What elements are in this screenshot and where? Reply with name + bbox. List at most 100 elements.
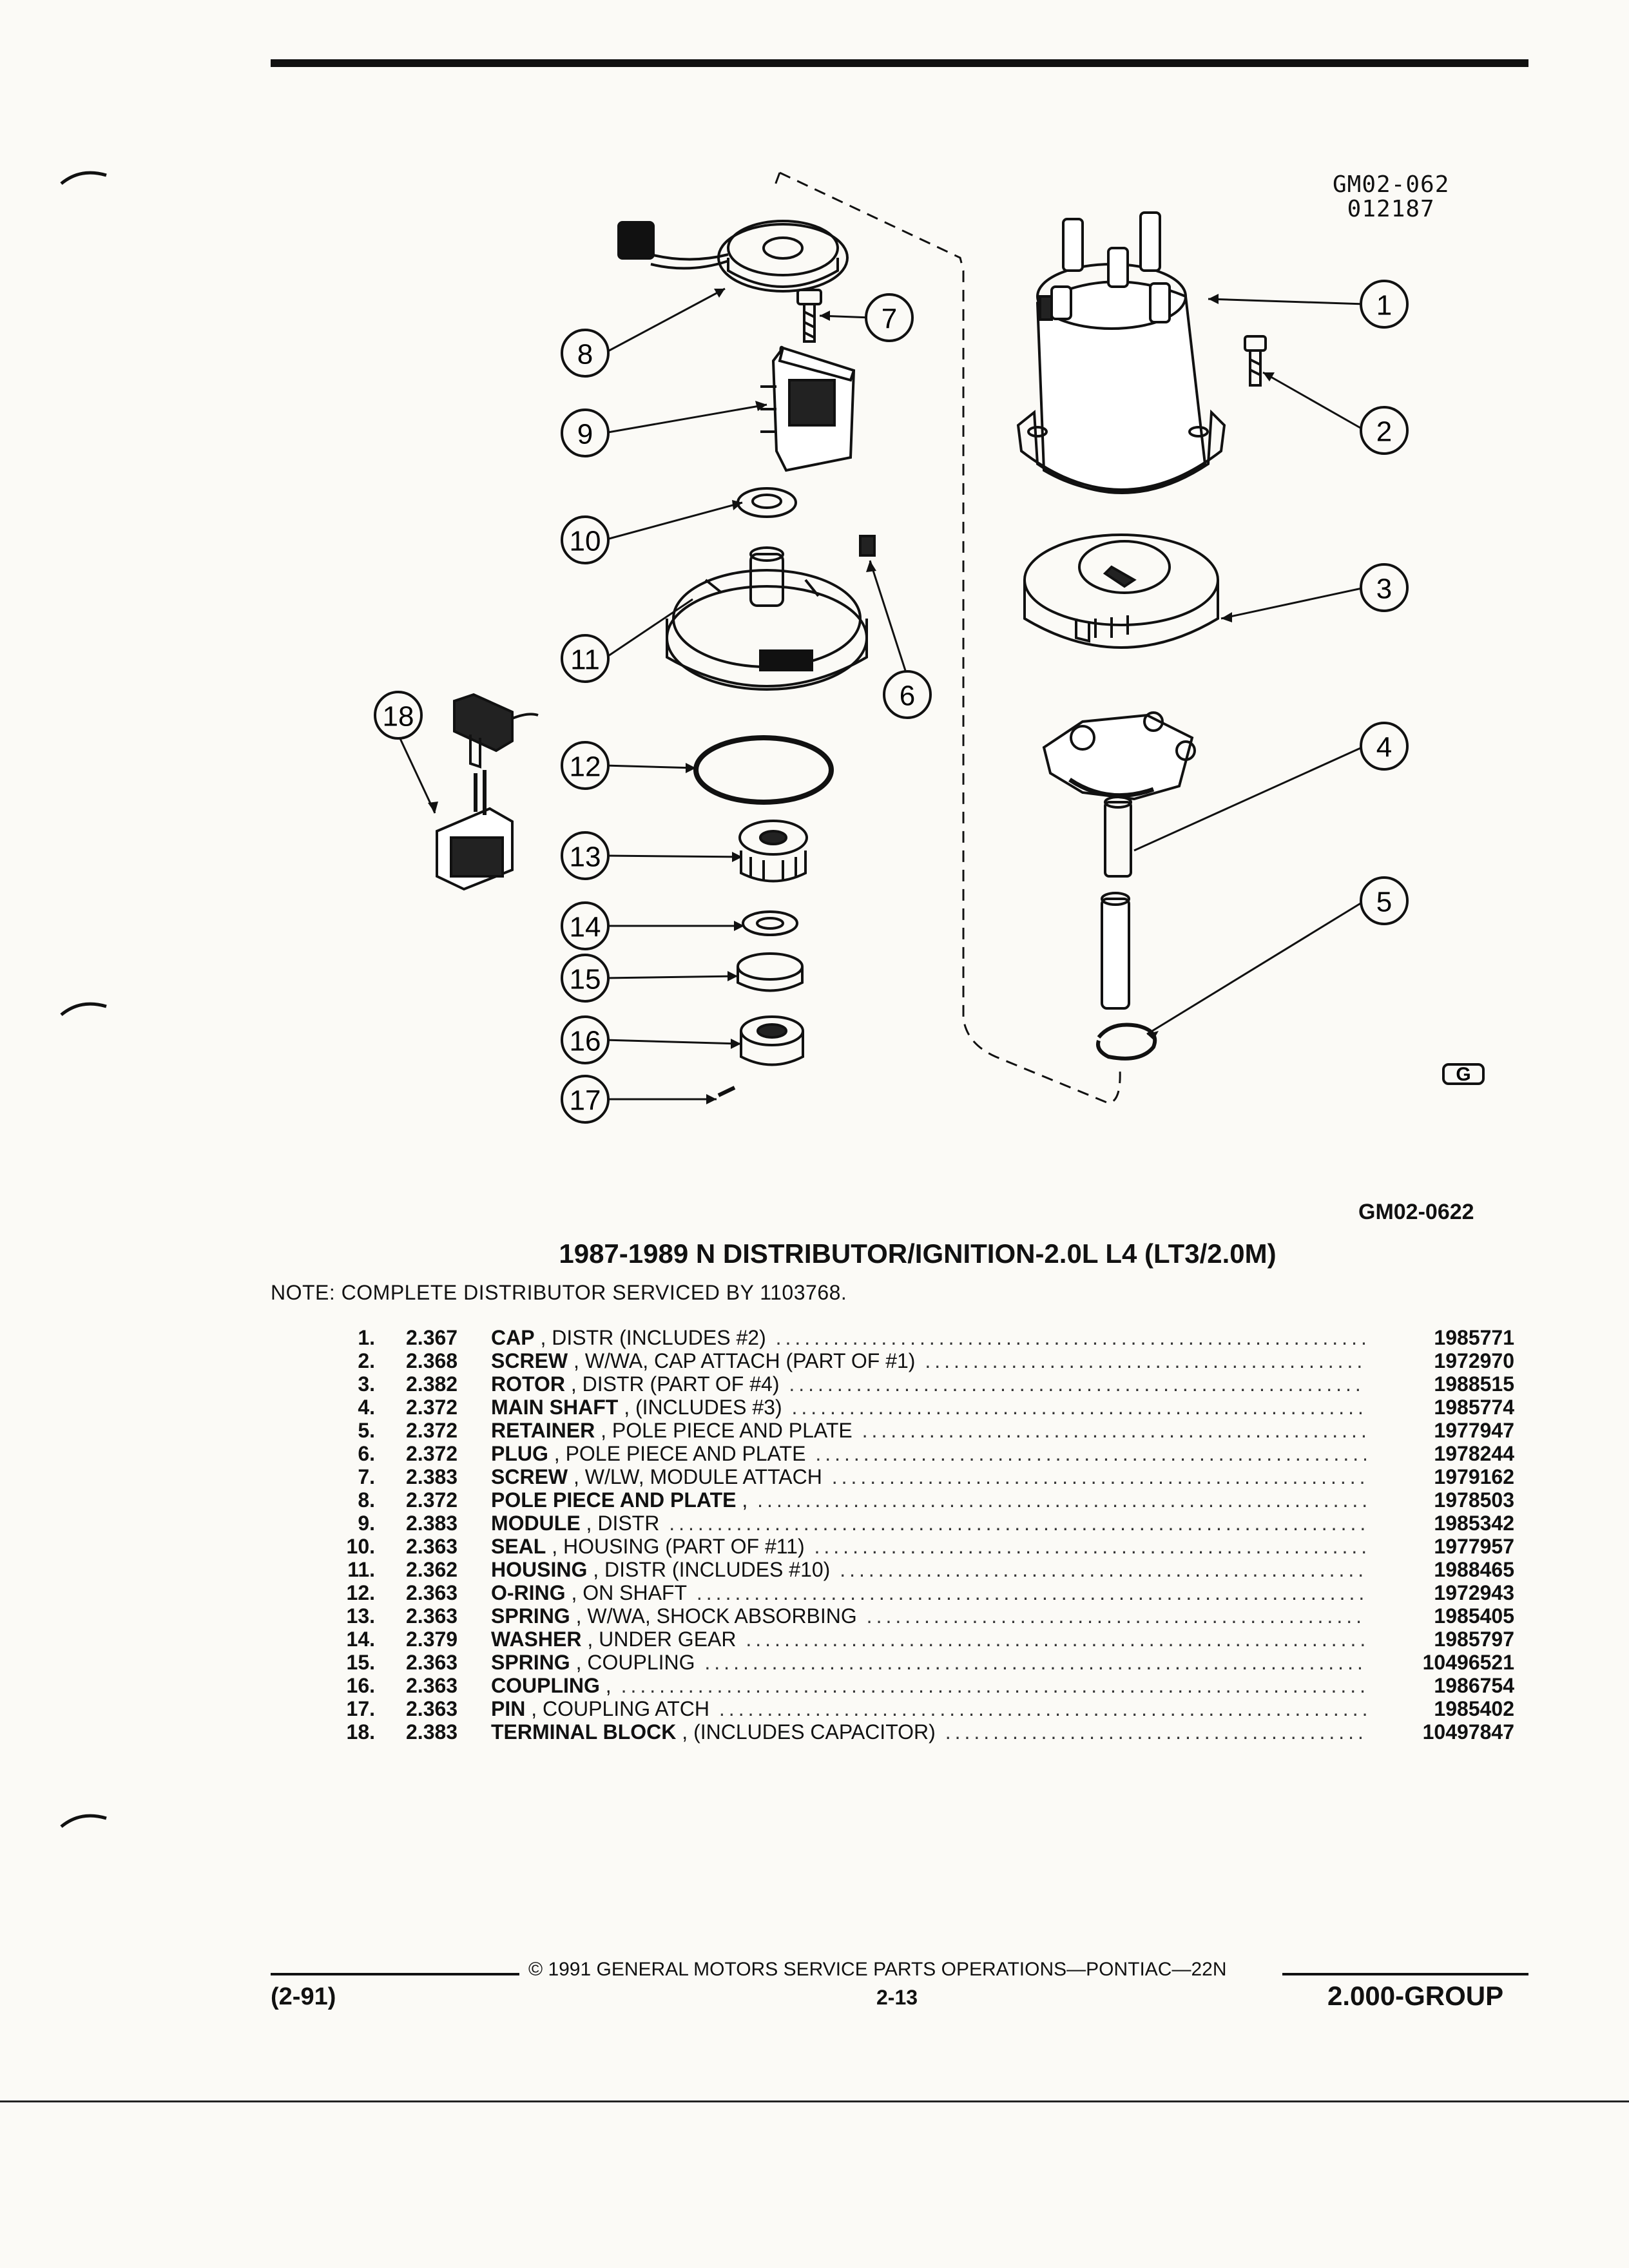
part-number: 1985405 bbox=[1434, 1604, 1514, 1628]
housing-drawing bbox=[666, 546, 868, 691]
part-description: TERMINAL BLOCK , (INCLUDES CAPACITOR) ..… bbox=[491, 1720, 1366, 1744]
part-detail: , W/LW, MODULE ATTACH bbox=[568, 1465, 822, 1488]
part-number: 1985771 bbox=[1434, 1326, 1514, 1349]
item-number: 16. bbox=[346, 1674, 375, 1697]
callout-number: 12 bbox=[570, 751, 601, 783]
callout-circle bbox=[1360, 876, 1409, 925]
coupling-pin-drawing bbox=[717, 1086, 736, 1097]
callout-number: 16 bbox=[570, 1026, 601, 1057]
copyright-line: © 1991 GENERAL MOTORS SERVICE PARTS OPER… bbox=[528, 1959, 1227, 1980]
group-number: 2.368 bbox=[406, 1349, 458, 1372]
item-number: 2. bbox=[358, 1349, 375, 1372]
leader-dots: ........................................… bbox=[945, 1720, 1366, 1744]
part-description: SPRING , W/WA, SHOCK ABSORBING .........… bbox=[491, 1604, 1366, 1628]
housing-seal-drawing bbox=[737, 487, 797, 518]
binder-mark-bottom bbox=[60, 1814, 107, 1828]
part-detail: , POLE PIECE AND PLATE bbox=[548, 1442, 806, 1465]
leader-dots: ........................................… bbox=[791, 1396, 1366, 1419]
part-number: 1978244 bbox=[1434, 1442, 1514, 1465]
leader-dots: ........................................… bbox=[815, 1442, 1366, 1465]
part-description: MODULE , DISTR .........................… bbox=[491, 1512, 1366, 1535]
item-number: 10. bbox=[346, 1535, 375, 1558]
leader-dots: ........................................… bbox=[704, 1651, 1366, 1674]
callout-4: 4 bbox=[1360, 722, 1409, 771]
part-description: WASHER , UNDER GEAR ....................… bbox=[491, 1628, 1366, 1651]
callout-5: 5 bbox=[1360, 876, 1409, 925]
group-number: 2.372 bbox=[406, 1396, 458, 1419]
gm-logo-text: G bbox=[1456, 1064, 1470, 1085]
leader-dots: ........................................… bbox=[840, 1558, 1366, 1581]
group-number: 2.383 bbox=[406, 1465, 458, 1488]
cap-screw-drawing bbox=[1244, 335, 1267, 387]
callout-circle bbox=[561, 329, 610, 378]
callout-number: 14 bbox=[570, 912, 601, 943]
part-detail: , bbox=[736, 1488, 748, 1512]
item-number: 9. bbox=[358, 1512, 375, 1535]
callout-circle bbox=[561, 515, 610, 564]
group-number: 2.363 bbox=[406, 1674, 458, 1697]
callout-15: 15 bbox=[561, 954, 610, 1003]
callout-circle bbox=[883, 670, 932, 719]
part-description: O-RING , ON SHAFT ......................… bbox=[491, 1581, 1366, 1604]
callout-circle bbox=[561, 954, 610, 1003]
part-name: MAIN SHAFT bbox=[491, 1396, 619, 1419]
part-detail: , ON SHAFT bbox=[565, 1581, 687, 1604]
part-name: O-RING bbox=[491, 1581, 566, 1604]
terminal-block-drawing bbox=[436, 693, 539, 891]
leader-dots: ........................................… bbox=[669, 1512, 1366, 1535]
shock-spring-drawing bbox=[738, 820, 808, 883]
part-name: HOUSING bbox=[491, 1558, 588, 1581]
leader-dots: ........................................… bbox=[862, 1419, 1366, 1442]
part-name: RETAINER bbox=[491, 1419, 595, 1442]
o-ring-drawing bbox=[693, 735, 834, 805]
part-detail: , HOUSING (PART OF #11) bbox=[546, 1535, 805, 1558]
assembly-dash-line bbox=[772, 171, 1121, 1104]
top-rule bbox=[271, 59, 1528, 67]
distributor-cap-drawing bbox=[1016, 211, 1226, 494]
callout-9: 9 bbox=[561, 408, 610, 457]
callout-circle bbox=[561, 741, 610, 790]
rotor-drawing bbox=[1023, 533, 1219, 649]
part-number: 10496521 bbox=[1422, 1651, 1514, 1674]
part-detail: , DISTR (PART OF #4) bbox=[564, 1372, 780, 1396]
callout-11: 11 bbox=[561, 634, 610, 683]
footer-rule-left bbox=[271, 1973, 519, 1975]
part-description: SCREW , W/WA, CAP ATTACH (PART OF #1) ..… bbox=[491, 1349, 1366, 1372]
date-code: (2-91) bbox=[271, 1983, 336, 2010]
part-detail: , DISTR (INCLUDES #2) bbox=[534, 1326, 766, 1349]
item-number: 12. bbox=[346, 1581, 375, 1604]
figure-code-bottom: GM02-0622 bbox=[1358, 1200, 1474, 1224]
callout-14: 14 bbox=[561, 901, 610, 950]
binder-mark-middle bbox=[60, 1002, 107, 1016]
part-detail: , POLE PIECE AND PLATE bbox=[595, 1419, 853, 1442]
callout-12: 12 bbox=[561, 741, 610, 790]
washer-drawing bbox=[742, 910, 798, 936]
part-name: MODULE bbox=[491, 1512, 581, 1535]
item-number: 7. bbox=[358, 1465, 375, 1488]
callout-number: 13 bbox=[570, 841, 601, 873]
callout-number: 7 bbox=[882, 303, 897, 335]
part-name: COUPLING bbox=[491, 1674, 600, 1697]
callout-3: 3 bbox=[1360, 563, 1409, 612]
item-number: 5. bbox=[358, 1419, 375, 1442]
part-number: 1972970 bbox=[1434, 1349, 1514, 1372]
part-name: PLUG bbox=[491, 1442, 548, 1465]
item-number: 6. bbox=[358, 1442, 375, 1465]
lower-shaft-retainer-drawing bbox=[1096, 892, 1157, 1061]
leader-dots: ........................................… bbox=[746, 1628, 1366, 1651]
part-number: 1985774 bbox=[1434, 1396, 1514, 1419]
part-name: SEAL bbox=[491, 1535, 546, 1558]
callout-number: 2 bbox=[1376, 416, 1392, 448]
leader-dots: ........................................… bbox=[789, 1372, 1366, 1396]
callout-number: 9 bbox=[577, 419, 593, 450]
bottom-rule bbox=[0, 2100, 1629, 2102]
callout-number: 17 bbox=[570, 1085, 601, 1117]
part-description: SPRING , COUPLING ......................… bbox=[491, 1651, 1366, 1674]
